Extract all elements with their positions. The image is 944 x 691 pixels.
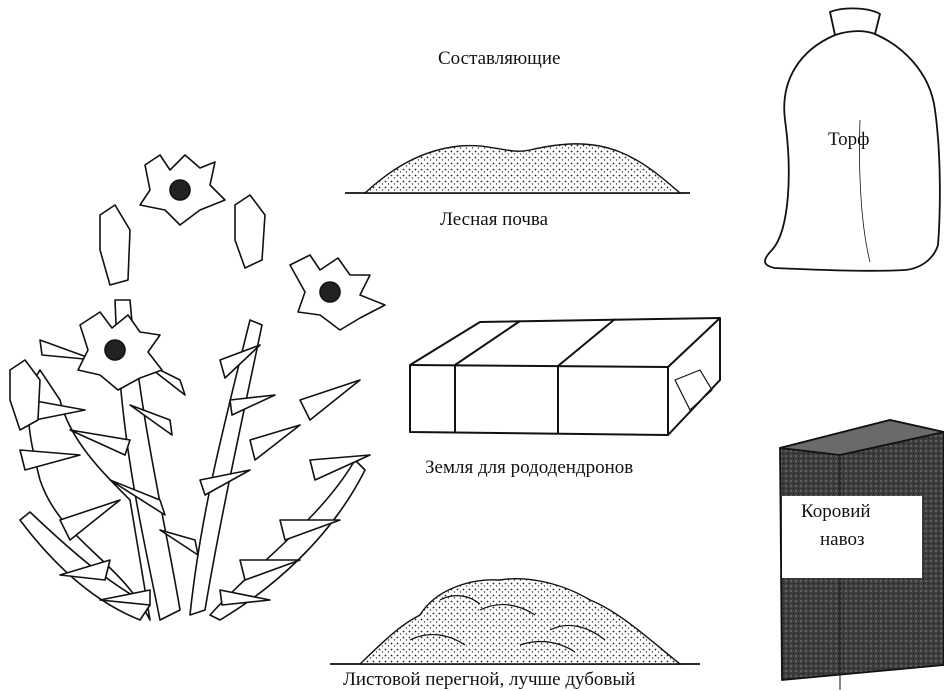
label-forest-soil: Лесная почва <box>440 210 548 229</box>
forest-soil-illustration <box>345 144 690 193</box>
label-cow-manure-line1: Коровий <box>801 502 871 521</box>
label-peat: Торф <box>828 130 870 149</box>
label-rhododendron-soil: Земля для рододендронов <box>425 458 633 477</box>
label-cow-manure-line2: навоз <box>820 530 864 549</box>
plant-flowers <box>10 155 385 430</box>
gentian-plant-illustration <box>10 155 385 620</box>
diagram-title: Составляющие <box>438 49 560 68</box>
leaf-humus-illustration <box>330 579 700 664</box>
label-leaf-humus: Листовой перегной, лучше дубовый <box>343 670 635 689</box>
rhododendron-soil-brick-illustration <box>410 318 720 435</box>
plant-leaves <box>20 300 370 620</box>
cow-manure-box-illustration <box>780 420 944 690</box>
